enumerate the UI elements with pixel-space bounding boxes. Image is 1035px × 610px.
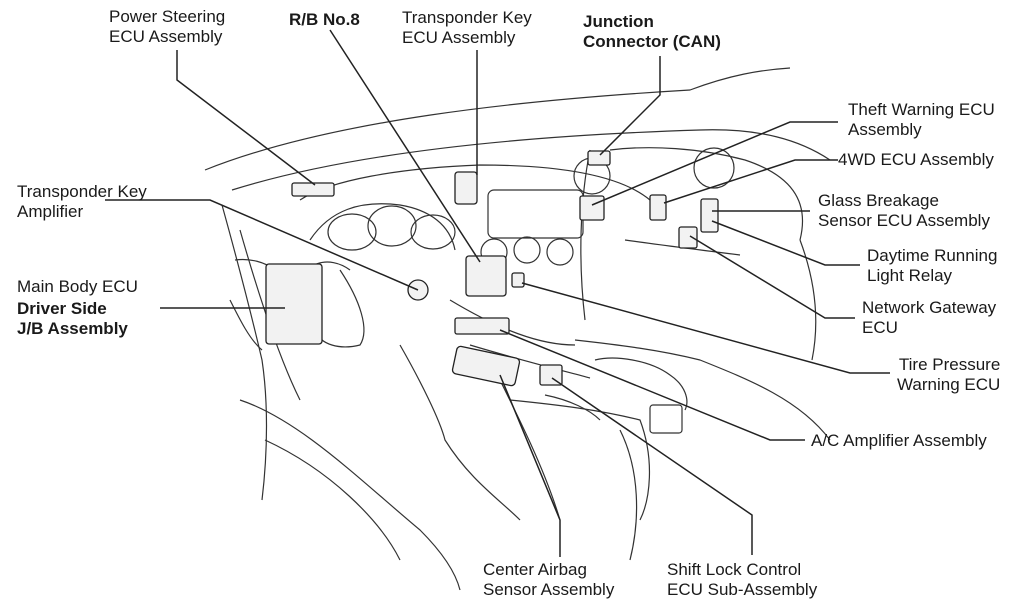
leader-power-steering: [176, 50, 316, 186]
leader-junction-connector: [599, 56, 661, 156]
junction-connector-part: [587, 150, 611, 166]
fwd-ecu-part: [649, 194, 667, 221]
center-airbag-part: [451, 345, 521, 387]
power-steering-ecu-part: [291, 182, 335, 197]
leader-daytime-running: [711, 220, 860, 266]
leader-rb8: [329, 29, 481, 263]
leader-shift-lock: [551, 377, 753, 555]
label-main-body-ecu: Main Body ECU: [17, 277, 138, 296]
rb8-part: [465, 255, 507, 297]
tire-pressure-part: [511, 272, 525, 288]
leader-transponder-amp: [105, 199, 419, 291]
leader-4wd: [663, 159, 838, 204]
leader-theft-warning: [591, 121, 838, 206]
ac-amplifier-part: [454, 317, 510, 335]
network-gateway-part: [678, 226, 698, 249]
label-rb-no8: R/B No.8: [289, 10, 360, 29]
label-4wd-ecu: 4WD ECU Assembly: [838, 150, 994, 169]
glass-breakage-part: [700, 198, 719, 233]
leader-ac-amplifier: [499, 329, 805, 441]
leader-tire-pressure: [521, 282, 890, 374]
shift-lock-part: [539, 364, 563, 386]
driver-jb-part: [265, 263, 323, 345]
leader-center-airbag: [499, 374, 561, 557]
leader-lines: [105, 29, 890, 557]
component-parts: [265, 150, 719, 387]
transponder-ecu-part: [454, 171, 478, 205]
label-ac-amplifier: A/C Amplifier Assembly: [811, 431, 987, 450]
leader-network-gateway: [689, 235, 855, 319]
theft-warning-part: [579, 195, 605, 221]
